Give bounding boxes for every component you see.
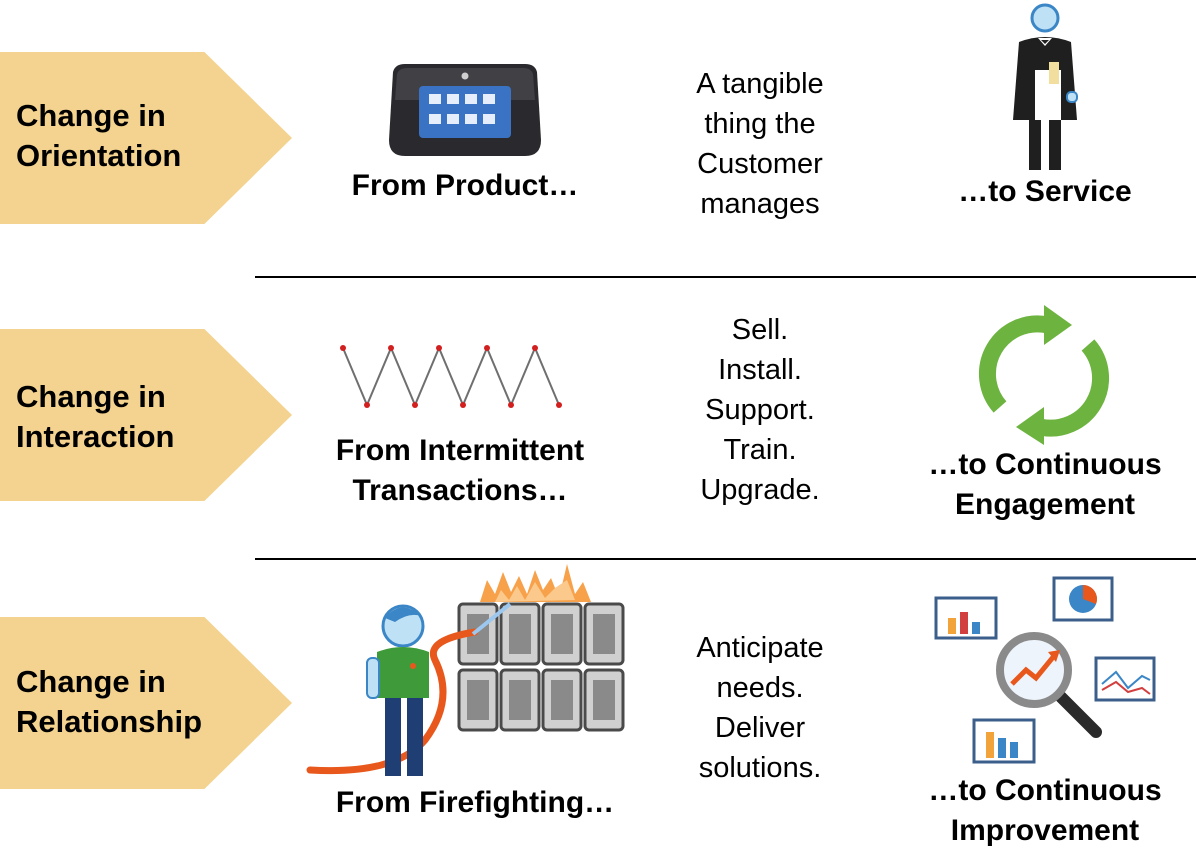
from-caption-intermittent: From Intermittent Transactions… bbox=[335, 434, 585, 507]
waiter-service-icon bbox=[1013, 3, 1078, 170]
label-interaction: Change in Interaction bbox=[16, 379, 175, 454]
row-divider-2 bbox=[255, 558, 1196, 560]
to-caption-improvement: …to Continuous Improvement bbox=[928, 774, 1162, 847]
firefighting-servers-icon bbox=[306, 564, 625, 776]
continuous-cycle-icon bbox=[978, 305, 1110, 445]
description-relationship: Anticipate needs. Deliver solutions. bbox=[696, 632, 824, 784]
from-caption-firefighting: From Firefighting… bbox=[335, 786, 615, 819]
label-relationship: Change in Relationship bbox=[16, 664, 203, 739]
row-divider-1 bbox=[255, 276, 1196, 278]
to-caption-service: …to Service bbox=[958, 175, 1132, 208]
to-caption-engagement: …to Continuous Engagement bbox=[928, 448, 1162, 521]
label-orientation: Change in Orientation bbox=[16, 98, 182, 173]
product-device-icon bbox=[389, 64, 541, 156]
description-orientation: A tangible thing the Customer manages bbox=[696, 68, 824, 220]
description-interaction: Sell. Install. Support. Train. Upgrade. bbox=[700, 314, 820, 506]
analytics-improvement-icon bbox=[934, 576, 1156, 764]
from-caption-product: From Product… bbox=[351, 169, 579, 202]
zigzag-transactions-icon bbox=[340, 345, 562, 408]
